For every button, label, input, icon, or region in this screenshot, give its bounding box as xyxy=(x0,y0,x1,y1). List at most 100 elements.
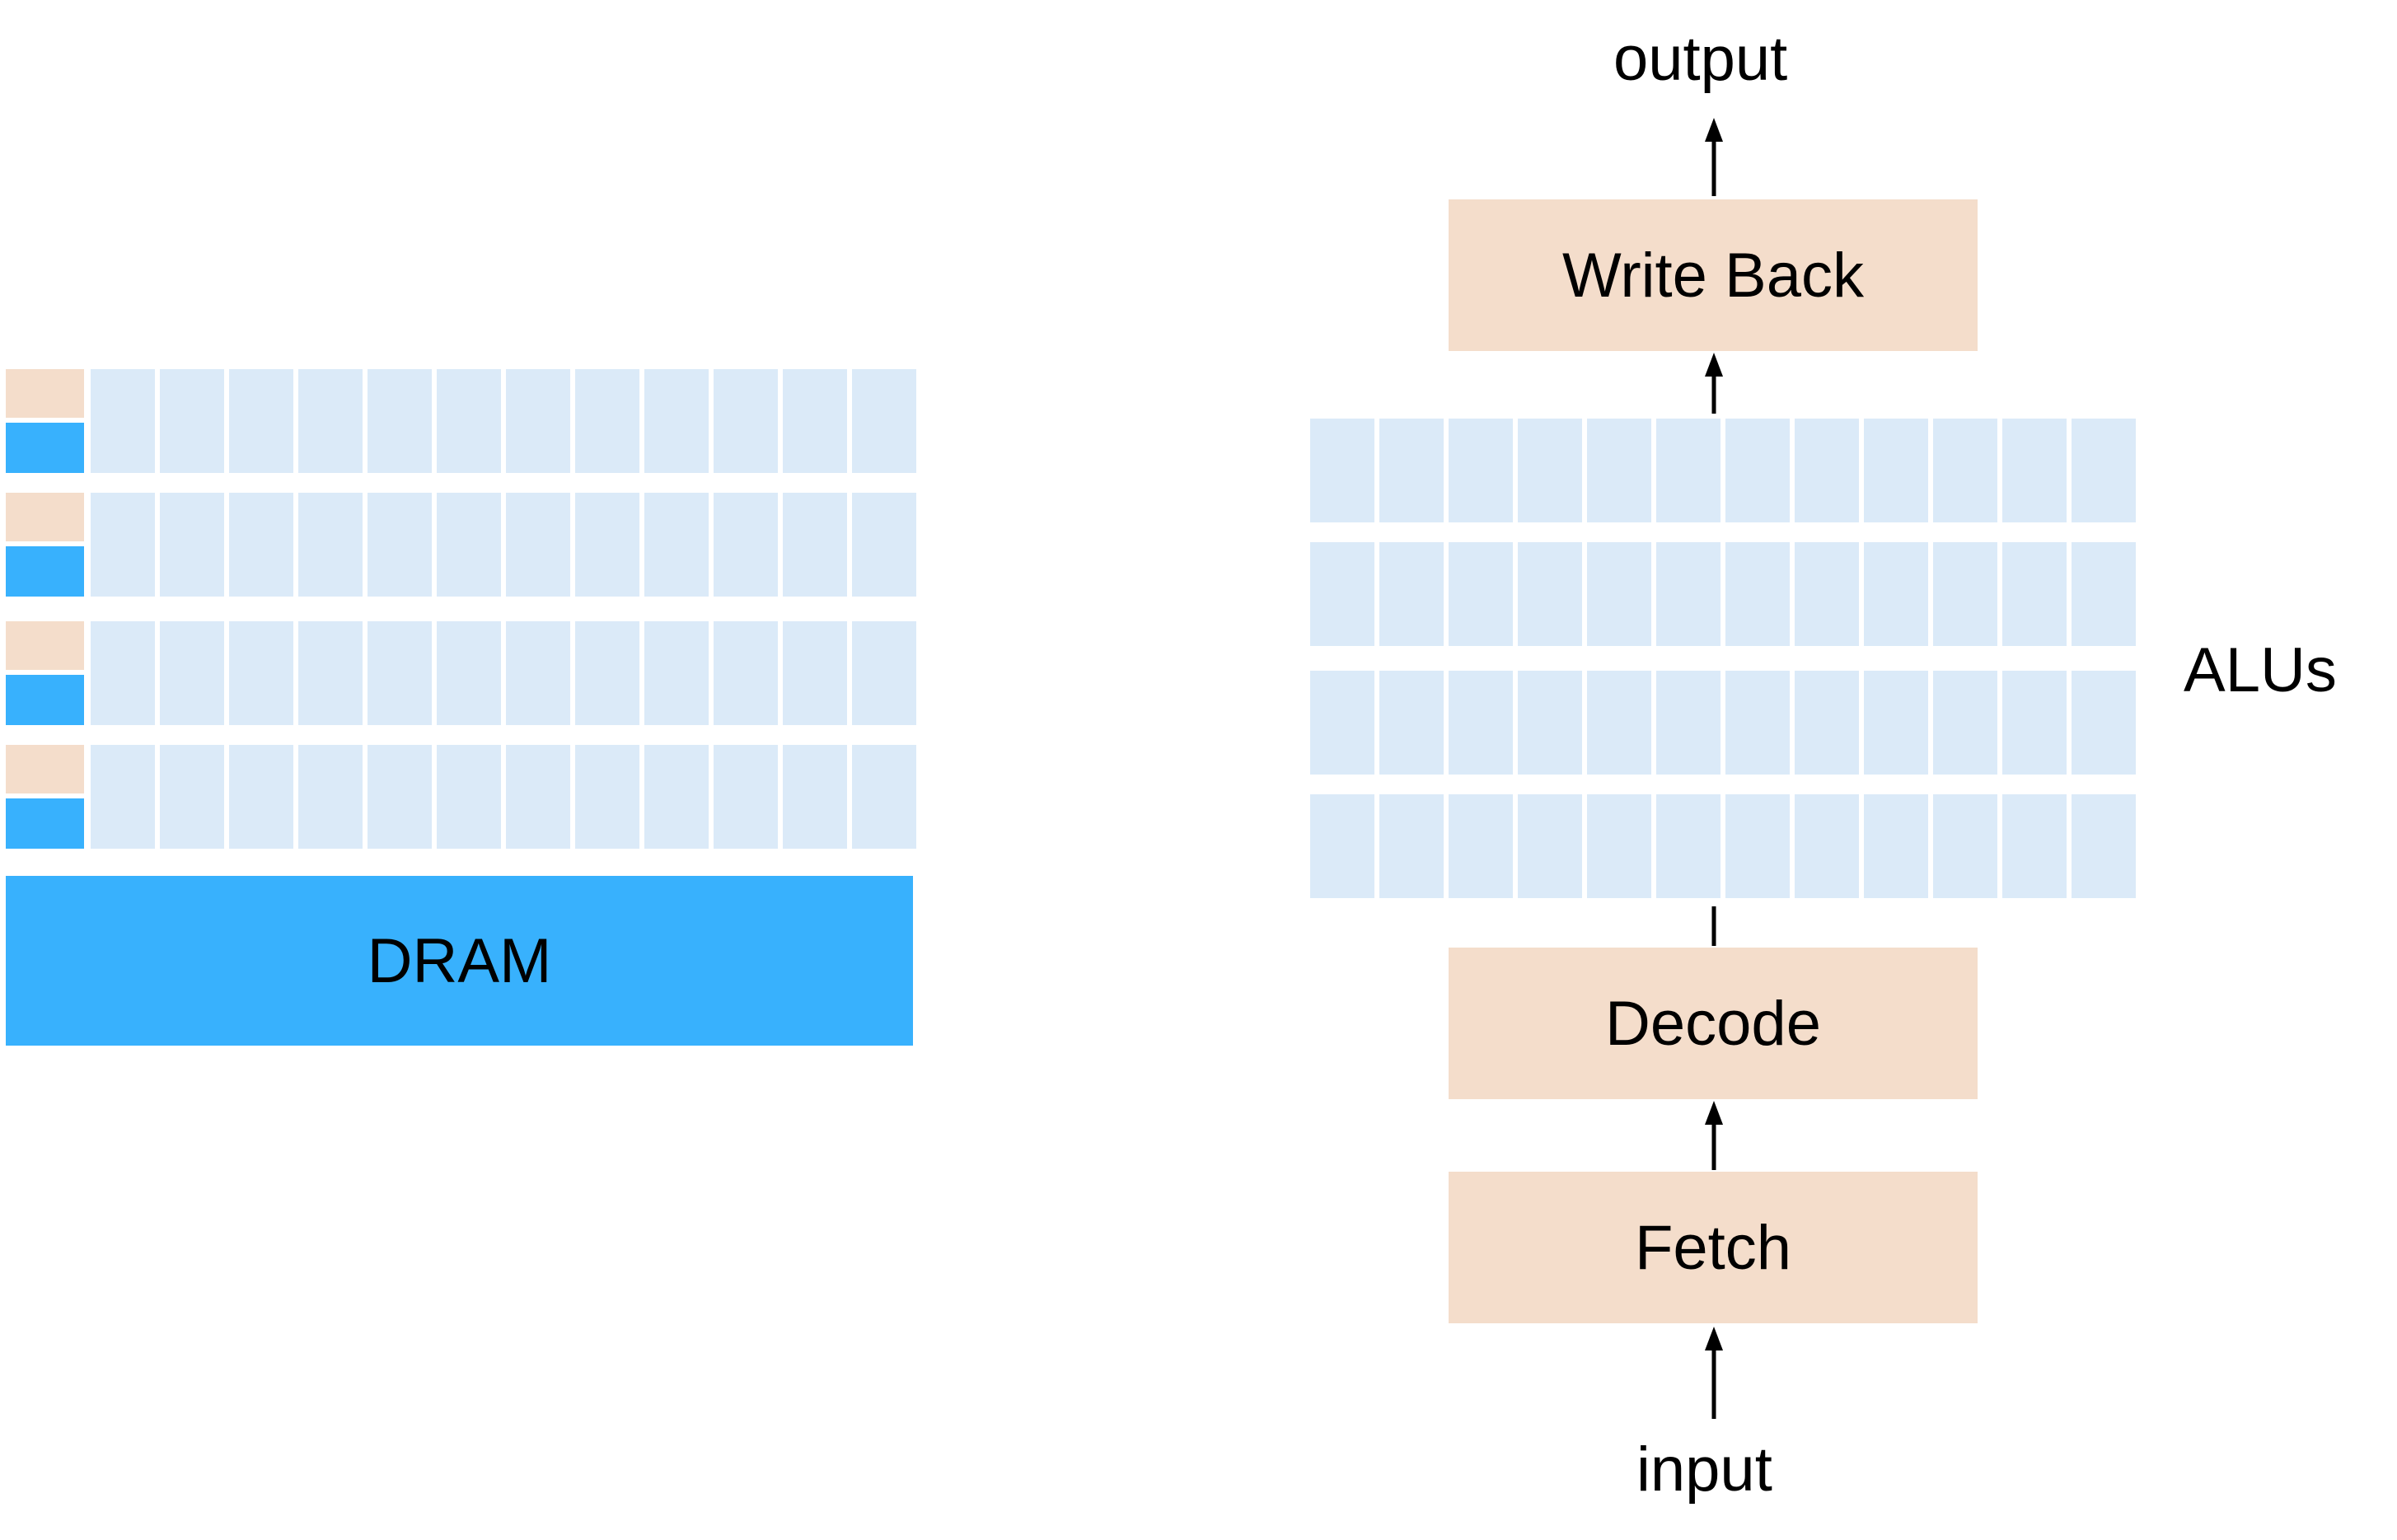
alu-cell xyxy=(2072,794,2136,898)
control-cell xyxy=(6,369,84,418)
alu-cell xyxy=(1310,794,1374,898)
alu-cell xyxy=(1587,542,1651,646)
alu-cell xyxy=(91,493,155,597)
alu-cell xyxy=(298,369,363,473)
alu-cell xyxy=(1379,794,1444,898)
alu-cell xyxy=(1449,794,1513,898)
alu-cell xyxy=(506,621,570,725)
alu-cell xyxy=(1587,671,1651,775)
control-cell xyxy=(6,621,84,670)
alu-cell xyxy=(644,493,709,597)
alu-cell xyxy=(229,621,293,725)
alu-cell xyxy=(368,369,432,473)
alu-cell xyxy=(575,745,639,849)
alu-cell xyxy=(1864,542,1928,646)
alu-cell xyxy=(1518,419,1582,522)
alu-cell xyxy=(1933,794,1997,898)
alu-cell xyxy=(2002,419,2067,522)
decode-label: Decode xyxy=(1605,988,1821,1059)
alu-cell xyxy=(1656,542,1721,646)
alu-cell xyxy=(2072,419,2136,522)
alu-cell xyxy=(575,493,639,597)
alu-cell xyxy=(506,745,570,849)
alu-cell xyxy=(1449,419,1513,522)
alu-cell xyxy=(91,745,155,849)
alu-cell xyxy=(229,369,293,473)
alu-cell xyxy=(437,621,501,725)
arrow-to-write-back xyxy=(1705,353,1723,414)
alu-cell xyxy=(1795,671,1859,775)
arrow-to-decode xyxy=(1705,1101,1723,1170)
alu-cell xyxy=(714,621,778,725)
alu-cell xyxy=(1587,794,1651,898)
alu-cell xyxy=(298,493,363,597)
alu-cell xyxy=(1656,671,1721,775)
alu-cell xyxy=(1449,671,1513,775)
decode-stage: Decode xyxy=(1449,948,1978,1099)
dram-block: DRAM xyxy=(6,876,913,1046)
alu-cell xyxy=(91,621,155,725)
fetch-label: Fetch xyxy=(1634,1212,1792,1283)
alu-cell xyxy=(91,369,155,473)
alu-cell xyxy=(783,745,847,849)
alu-cell xyxy=(160,369,224,473)
alu-cell xyxy=(1310,671,1374,775)
alu-cell xyxy=(437,493,501,597)
alu-cell xyxy=(714,493,778,597)
alu-cell xyxy=(714,369,778,473)
write-back-stage: Write Back xyxy=(1449,199,1978,351)
alus-label: ALUs xyxy=(2184,635,2337,705)
cache-cell xyxy=(6,423,84,473)
alu-cell xyxy=(1795,419,1859,522)
control-cell xyxy=(6,745,84,793)
alu-cell xyxy=(160,621,224,725)
alu-cell xyxy=(1310,419,1374,522)
cache-cell xyxy=(6,546,84,597)
alu-cell xyxy=(1725,542,1790,646)
alu-cell xyxy=(298,621,363,725)
alu-cell xyxy=(1518,794,1582,898)
alu-cell xyxy=(160,493,224,597)
alu-cell xyxy=(368,493,432,597)
alu-cell xyxy=(1864,419,1928,522)
alu-cell xyxy=(783,369,847,473)
alu-cell xyxy=(1379,542,1444,646)
alu-cell xyxy=(1656,794,1721,898)
alu-cell xyxy=(1933,419,1997,522)
alu-cell xyxy=(575,369,639,473)
alu-cell xyxy=(1864,671,1928,775)
alu-cell xyxy=(2002,671,2067,775)
alu-cell xyxy=(1656,419,1721,522)
alu-cell xyxy=(1518,542,1582,646)
alu-cell xyxy=(229,493,293,597)
alu-cell xyxy=(1379,419,1444,522)
alu-cell xyxy=(1725,419,1790,522)
alu-cell xyxy=(852,493,916,597)
alu-cell xyxy=(644,621,709,725)
alu-cell xyxy=(1725,794,1790,898)
alu-cell xyxy=(368,745,432,849)
alu-cell xyxy=(575,621,639,725)
alu-cell xyxy=(1449,542,1513,646)
alu-cell xyxy=(1725,671,1790,775)
alu-cell xyxy=(437,745,501,849)
alu-cell xyxy=(714,745,778,849)
alu-cell xyxy=(437,369,501,473)
alu-cell xyxy=(2072,542,2136,646)
alu-cell xyxy=(1587,419,1651,522)
alu-cell xyxy=(852,621,916,725)
alu-cell xyxy=(644,745,709,849)
alu-cell xyxy=(506,493,570,597)
alu-cell xyxy=(160,745,224,849)
control-cell xyxy=(6,493,84,541)
cache-cell xyxy=(6,798,84,849)
alu-cell xyxy=(1933,542,1997,646)
fetch-stage: Fetch xyxy=(1449,1172,1978,1323)
alu-cell xyxy=(852,369,916,473)
cache-cell xyxy=(6,675,84,725)
alu-cell xyxy=(1864,794,1928,898)
alu-cell xyxy=(368,621,432,725)
alu-cell xyxy=(783,493,847,597)
arrow-to-fetch xyxy=(1705,1327,1723,1419)
